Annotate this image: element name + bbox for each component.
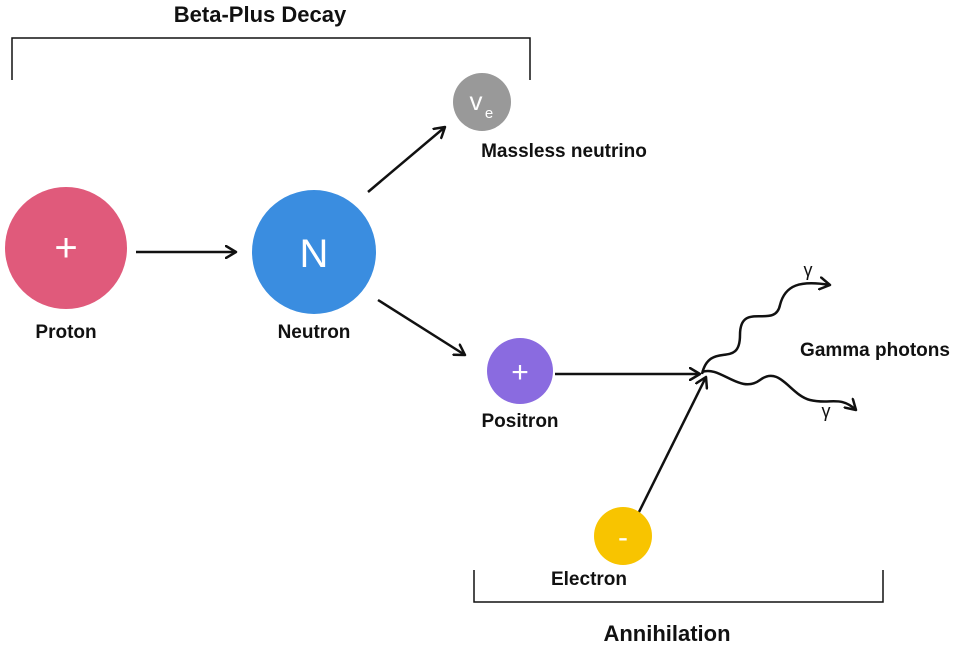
neutrino-particle: v e — [453, 73, 511, 131]
neutron-to-neutrino-arrow — [367, 127, 445, 193]
beta-plus-decay-bracket — [11, 37, 531, 80]
neutron-to-positron-arrow — [377, 298, 465, 355]
neutron-particle: N — [252, 190, 376, 314]
electron-to-annihilation-arrow — [636, 377, 706, 515]
positron-symbol: + — [511, 356, 529, 389]
gamma-symbol-lower: γ — [822, 401, 831, 421]
gamma-photon-upper-wave — [700, 283, 830, 375]
electron-particle: - — [594, 507, 652, 565]
proton-symbol: + — [54, 226, 77, 270]
neutrino-subscript: e — [485, 105, 493, 122]
electron-symbol: - — [618, 521, 628, 554]
gamma-symbol-upper: γ — [804, 260, 813, 280]
gamma-photon-lower-wave — [701, 369, 856, 410]
positron-circle — [487, 338, 553, 404]
positron-particle: + — [487, 338, 553, 404]
positron-label: Positron — [481, 411, 558, 432]
electron-label: Electron — [551, 569, 627, 590]
neutron-label: Neutron — [278, 322, 351, 343]
neutrino-symbol: v — [470, 86, 483, 116]
neutrino-circle — [453, 73, 511, 131]
proton-circle — [5, 187, 127, 309]
neutron-symbol: N — [300, 232, 329, 276]
gamma-photons-label: Gamma photons — [800, 340, 950, 361]
neutron-circle — [252, 190, 376, 314]
beta-plus-decay-title: Beta-Plus Decay — [174, 2, 347, 27]
neutrino-label: Massless neutrino — [481, 141, 647, 162]
annihilation-bracket — [473, 570, 884, 603]
proton-label: Proton — [35, 322, 96, 343]
neutrino-v: v — [470, 86, 483, 116]
proton-particle: + — [5, 187, 127, 309]
annihilation-title: Annihilation — [603, 621, 730, 645]
electron-circle — [594, 507, 652, 565]
